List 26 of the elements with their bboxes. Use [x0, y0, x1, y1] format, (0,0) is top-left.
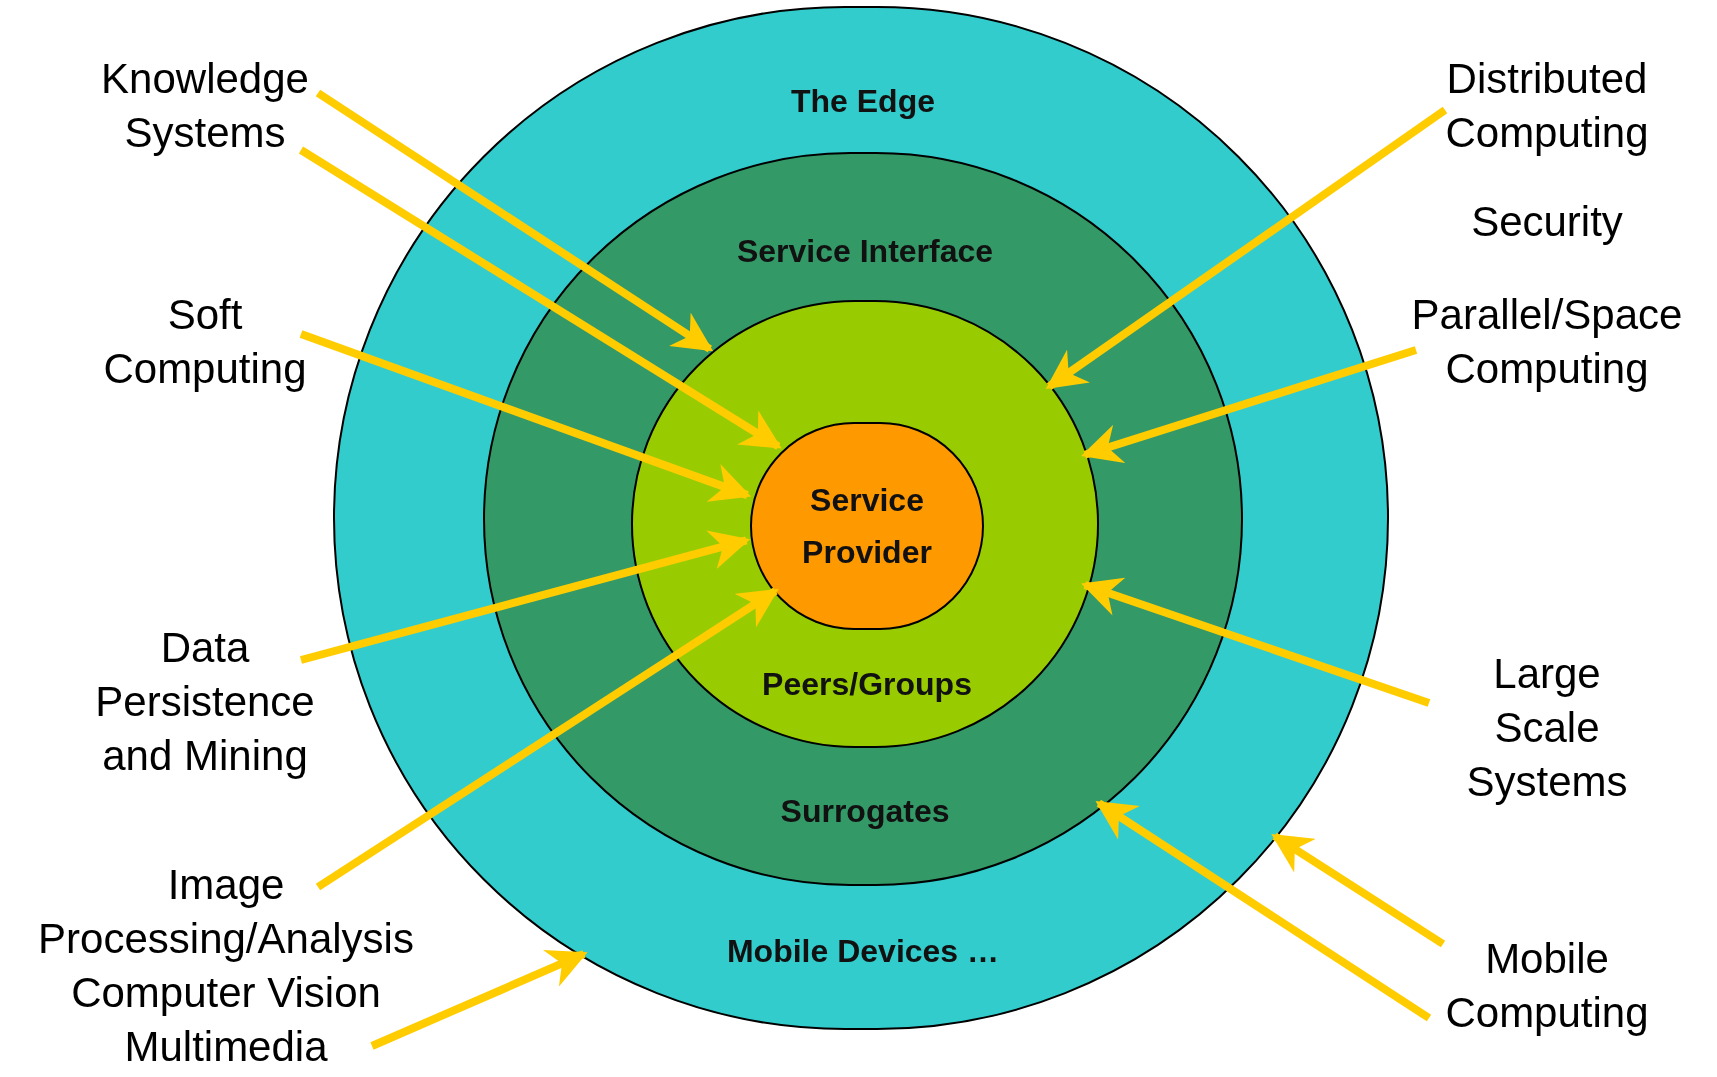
- topic-label: Security: [1471, 197, 1623, 247]
- arrow: [370, 949, 588, 1050]
- topic-label: Knowledge Systems: [100, 54, 310, 158]
- ring-label: The Edge: [791, 82, 935, 121]
- topic-label: Mobile Computing: [1444, 934, 1650, 1038]
- arrow: [1095, 799, 1432, 1022]
- arrow: [1081, 346, 1418, 463]
- topic-label: Large Scale Systems: [1465, 649, 1629, 807]
- arrow: [1045, 106, 1448, 390]
- arrow: [315, 89, 714, 353]
- ring-label: Mobile Devices …: [726, 932, 1000, 971]
- topic-label: Image Processing/Analysis Computer Vision Multimedia: [37, 860, 415, 1072]
- topic-label: Parallel/Space Computing: [1410, 290, 1684, 394]
- arrow: [298, 146, 782, 450]
- arrow: [299, 330, 752, 502]
- arrow: [1271, 832, 1446, 948]
- ring-label: Peers/Groups: [762, 665, 972, 704]
- node-label: Service Provider: [801, 481, 933, 572]
- ring-label: Surrogates: [780, 792, 950, 831]
- topic-label: Distributed Computing: [1444, 54, 1650, 158]
- topic-label: Soft Computing: [102, 290, 308, 394]
- ring-label: Service Interface: [736, 232, 994, 271]
- arrow: [315, 587, 779, 891]
- arrow: [299, 530, 751, 664]
- topic-label: Data Persistence and Mining: [94, 623, 316, 781]
- arrow: [1081, 577, 1431, 707]
